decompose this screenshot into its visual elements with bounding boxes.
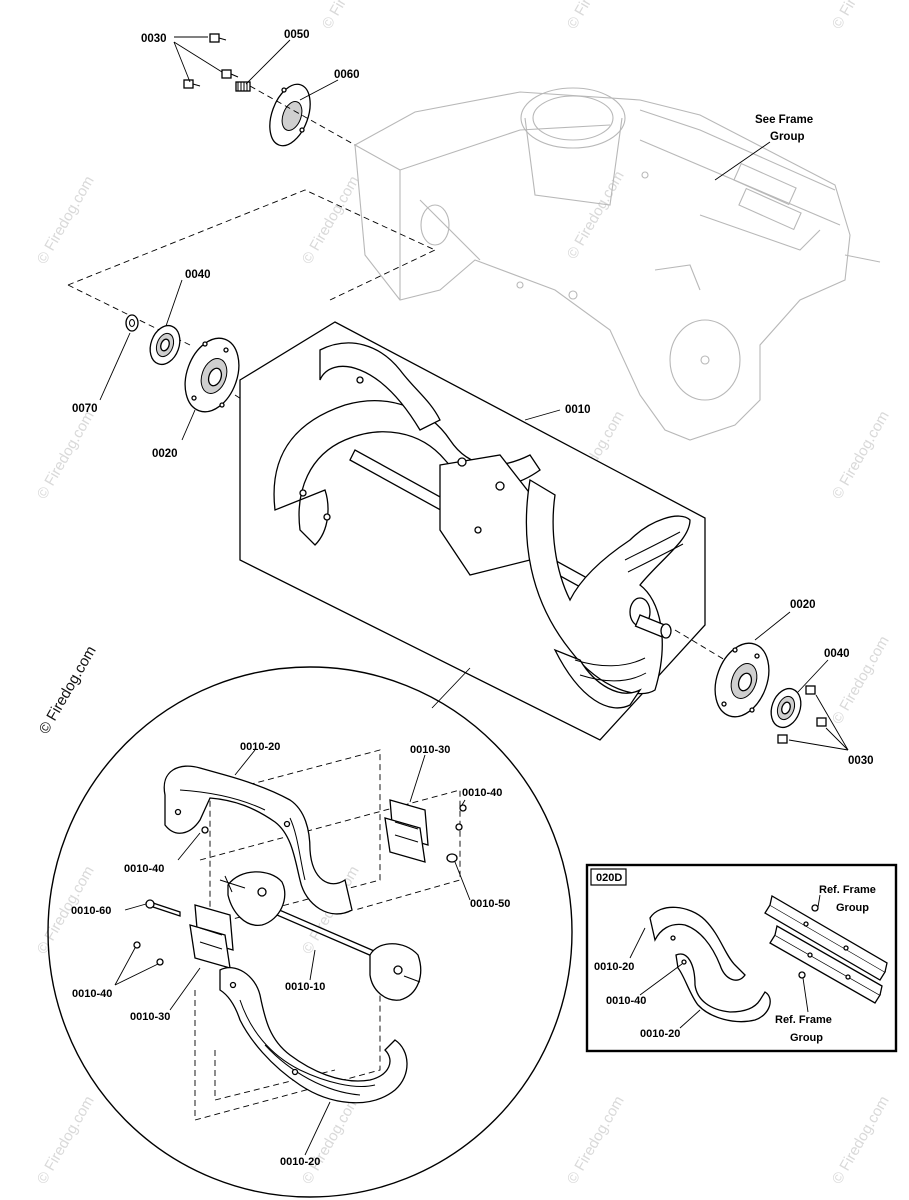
inset-ref-top-line2: Group: [836, 902, 869, 914]
watermark-tile: © Firedog.com: [299, 173, 363, 267]
callout-0010-20-top: 0010-20: [240, 741, 280, 753]
screw-0030-r3: [777, 734, 788, 744]
callout-0040-left: 0040: [185, 269, 211, 281]
auger-assembly-0010: 0010: [239, 321, 726, 741]
watermark-tile: © Firedog.com: [34, 173, 98, 267]
inset-ref-bottom-line2: Group: [790, 1032, 823, 1044]
frame-ref-line2: Group: [770, 131, 805, 143]
ribbon-0010-20-upper: [163, 765, 353, 915]
callout-0070: 0070: [72, 403, 98, 415]
bearing-0040-left: [149, 324, 181, 366]
callout-0010-30-top: 0010-30: [410, 744, 450, 756]
callout-0010-30-bottom: 0010-30: [130, 1011, 170, 1023]
callout-0010-40-bottom: 0010-40: [72, 988, 112, 1000]
screw-0030-r2: [816, 717, 827, 727]
screw-0030-c: [183, 79, 201, 89]
screw-0030-b: [221, 69, 239, 79]
callout-0010: 0010: [565, 404, 591, 416]
screw-0010-40-upper: [459, 804, 467, 812]
inset-callout-0010-20-top: 0010-20: [594, 961, 634, 973]
inset-ref-top-line1: Ref. Frame: [819, 884, 876, 896]
inset-ref-bottom-line1: Ref. Frame: [775, 1014, 832, 1026]
side-watermark: © Firedog.com: [36, 643, 100, 737]
watermark-tile: © Firedog.com: [319, 0, 383, 32]
exploded-detail-circle: 0010-20 0010-30 0010-40 0010-40 0010-50 …: [47, 666, 573, 1198]
watermark-tile: © Firedog.com: [34, 408, 98, 502]
inset-tag: 020D: [596, 872, 622, 884]
top-left-fasteners: 0030 0050 0060: [141, 29, 360, 147]
washer-0070: [125, 314, 139, 332]
callout-0010-20-bottom: 0010-20: [280, 1156, 320, 1168]
watermark-tile: © Firedog.com: [34, 1093, 98, 1187]
watermark-tile: © Firedog.com: [564, 168, 628, 262]
callout-0010-50: 0010-50: [470, 898, 510, 910]
inset-callout-0010-20-bottom: 0010-20: [640, 1028, 680, 1040]
callout-0010-60: 0010-60: [71, 905, 111, 917]
watermark-tile: © Firedog.com: [564, 1093, 628, 1187]
callout-0050: 0050: [284, 29, 310, 41]
callout-0020-right: 0020: [790, 599, 816, 611]
stud-0050: [235, 81, 251, 92]
frame-reference: See Frame Group: [714, 114, 813, 181]
callout-0010-40-left: 0010-40: [124, 863, 164, 875]
callout-0020-left: 0020: [152, 448, 178, 460]
callout-0010-10: 0010-10: [285, 981, 325, 993]
right-bearing-group: 0020 0040 0030: [714, 599, 874, 767]
flange-0060: [269, 83, 311, 147]
nut-0010-50: [446, 853, 458, 863]
callout-0030-top: 0030: [141, 33, 167, 45]
screw-0030-a: [209, 33, 227, 43]
callout-0030-right: 0030: [848, 755, 874, 767]
bearing-0040-right: [770, 687, 802, 729]
callout-0060: 0060: [334, 69, 360, 81]
frame-ref-line1: See Frame: [755, 114, 813, 126]
alignment-dashes-left: [67, 189, 436, 346]
watermark-tile: © Firedog.com: [564, 0, 628, 32]
inset-callout-0010-40: 0010-40: [606, 995, 646, 1007]
callout-0010-40-top: 0010-40: [462, 787, 502, 799]
inset-box-020D: 020D Ref. Frame Group Ref. Frame Group 0…: [585, 863, 898, 1053]
watermark-tile: © Firedog.com: [829, 0, 893, 32]
flange-0020-right: [714, 642, 770, 718]
watermark-tile: © Firedog.com: [829, 408, 893, 502]
callout-0040-right: 0040: [824, 648, 850, 660]
screw-0030-r1: [805, 685, 816, 695]
watermark-tile: © Firedog.com: [299, 1093, 363, 1187]
flange-0020-left: [184, 337, 240, 413]
auger-housing-ghost: [354, 87, 881, 441]
watermark-tile: © Firedog.com: [829, 1093, 893, 1187]
